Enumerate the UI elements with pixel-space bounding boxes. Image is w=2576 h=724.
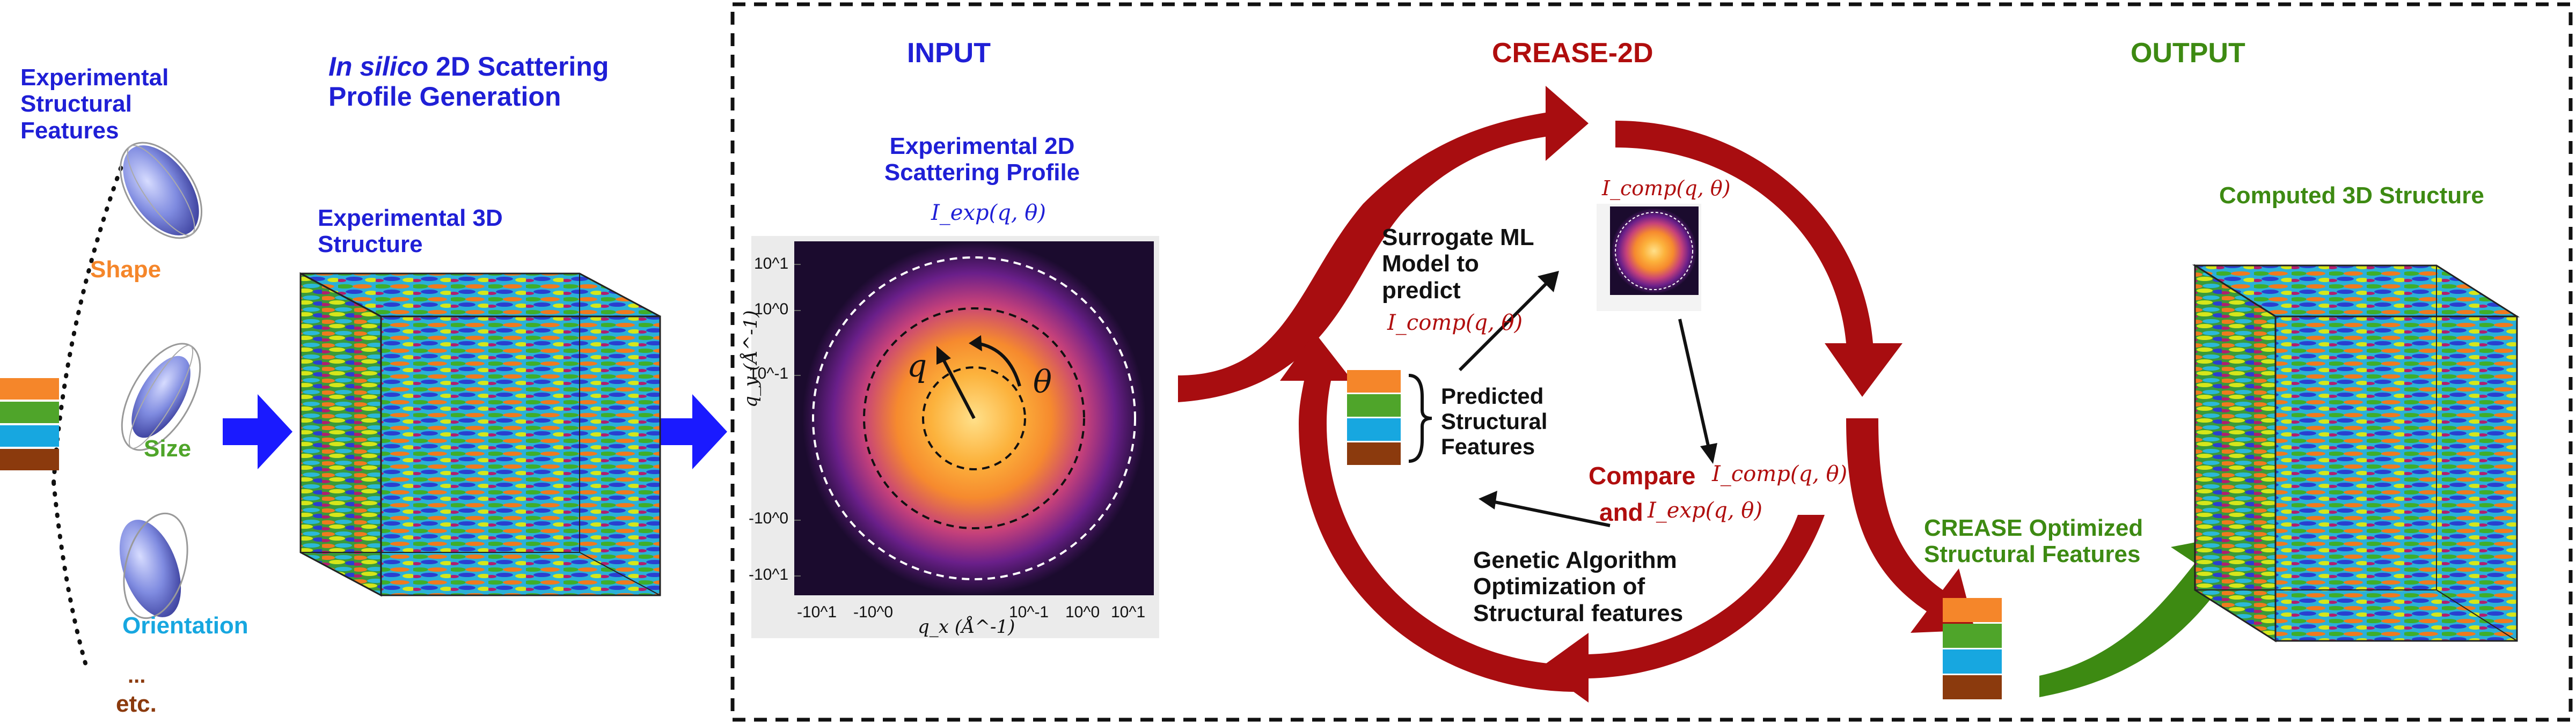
- shape-label: Shape: [90, 256, 162, 283]
- x-tick-2: -10^0: [853, 603, 894, 621]
- generation-title: In silico 2D Scattering Profile Generati…: [328, 21, 609, 112]
- feature-bar-green: [0, 402, 59, 423]
- input-header: INPUT: [907, 38, 991, 69]
- y-tick-5: -10^1: [749, 566, 789, 583]
- x-tick-4: 10^0: [1065, 603, 1100, 621]
- cycle-arrow-bottom: [1540, 515, 1825, 703]
- arrow-to-predicted: [1491, 500, 1611, 527]
- compare-label: Compare: [1589, 462, 1696, 490]
- cycle-arrow-top-right: [1615, 121, 1902, 397]
- feature-bar-cyan: [0, 425, 59, 447]
- and-label: and: [1599, 498, 1643, 526]
- compare-math-2: I_exp(q, θ): [1648, 498, 1762, 523]
- arrow-to-compare: [1678, 319, 1711, 451]
- predicted-brace: [1408, 374, 1432, 463]
- blue-arrow-2: [657, 394, 727, 469]
- orientation-ellipsoid-icon: [119, 512, 188, 619]
- experimental-scattering-plot: [751, 236, 1159, 638]
- dotted-connector: [52, 159, 126, 667]
- x-tick-1: -10^1: [797, 603, 837, 621]
- x-tick-3: 10^-1: [1009, 603, 1049, 621]
- profile-title: Experimental 2D Scattering Profile: [884, 133, 1080, 186]
- computed-structure-title: Computed 3D Structure: [2219, 182, 2484, 209]
- size-label: Size: [144, 435, 192, 462]
- experimental-3d-structure: [299, 272, 661, 597]
- optimized-features-label: CREASE Optimized Structural Features: [1924, 515, 2143, 568]
- cycle-arrow-left-up: [1280, 333, 1578, 692]
- theta-label: θ: [1033, 364, 1052, 400]
- x-tick-5: 10^1: [1111, 603, 1146, 621]
- dashed-frame: [730, 2, 2573, 722]
- predicted-label: Predicted Structural Features: [1441, 383, 1548, 460]
- predicted-feature-bars: [1347, 370, 1401, 465]
- etc-label: etc.: [116, 691, 157, 717]
- y-axis-label: q_y (Å^-1): [740, 310, 762, 408]
- surrogate-math: I_comp(q, θ): [1387, 311, 1523, 335]
- feature-bar-orange: [0, 378, 59, 400]
- compare-math-1: I_comp(q, θ): [1712, 462, 1848, 486]
- profile-math: I_exp(q, θ): [931, 201, 1046, 225]
- y-tick-4: -10^0: [749, 509, 789, 527]
- genetic-label: Genetic Algorithm Optimization of Struct…: [1473, 547, 1684, 626]
- crease-header: CREASE-2D: [1492, 38, 1653, 69]
- experimental-feature-bars: [0, 378, 59, 470]
- shape-ellipsoid-icon: [119, 142, 203, 239]
- y-tick-2: 10^0: [754, 300, 789, 318]
- comp-thumbnail-math: I_comp(q, θ): [1602, 176, 1731, 200]
- generation-title-rest: 2D Scattering Profile Generation: [328, 51, 609, 112]
- x-axis-label: q_x (Å^-1): [918, 616, 1015, 638]
- optimized-feature-bars: [1943, 598, 2002, 699]
- cycle-arrow-left-to-top: [1178, 86, 1589, 402]
- computed-3d-structure: [2192, 264, 2520, 642]
- experimental-features-title: Experimental Structural Features: [20, 64, 169, 144]
- ellipsis-label: ...: [128, 664, 146, 688]
- blue-arrow-1: [223, 394, 292, 469]
- size-ellipsoid-icon: [121, 343, 201, 451]
- computed-scattering-thumbnail: [1597, 204, 1701, 311]
- y-tick-3: 10^-1: [749, 365, 789, 382]
- surrogate-label: Surrogate ML Model to predict: [1382, 224, 1534, 304]
- y-tick-1: 10^1: [754, 255, 789, 272]
- arrow-to-surrogate: [1458, 280, 1550, 372]
- output-header: OUTPUT: [2131, 38, 2245, 69]
- cycle-arrow-right-down: [1846, 418, 1975, 633]
- crease-cycle-arrows: [1178, 86, 1975, 703]
- experimental-structure-title: Experimental 3D Structure: [318, 205, 503, 258]
- generation-title-italic: In silico: [328, 51, 429, 82]
- feature-bar-brown: [0, 449, 59, 470]
- orientation-label: Orientation: [122, 612, 248, 639]
- q-label: q: [907, 348, 927, 384]
